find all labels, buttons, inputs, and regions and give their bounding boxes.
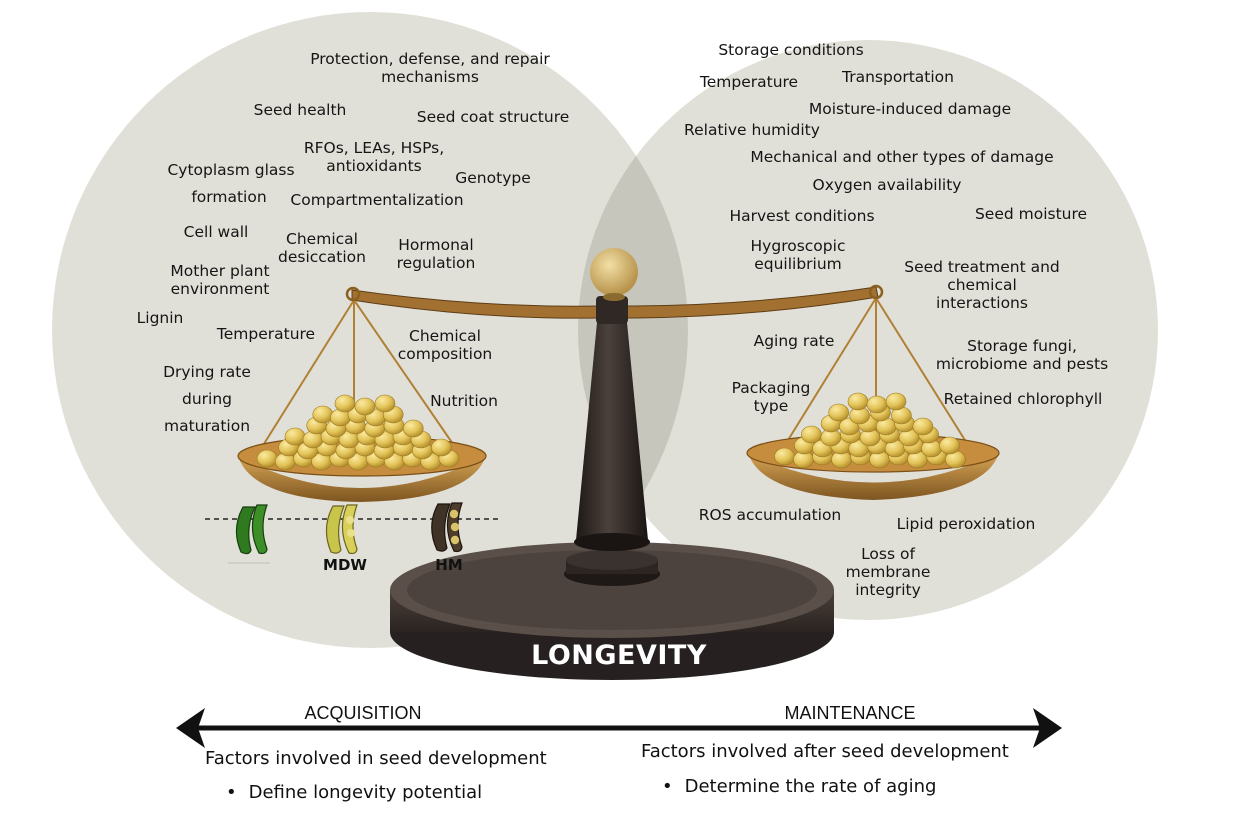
maintenance-circle [578,40,1158,620]
seed [939,436,960,455]
green-pod-icon [235,504,268,555]
factor-temperature-acq: Temperature [216,325,316,343]
factor-cytoplasm-glass: Cytoplasm glass [167,161,295,179]
scale-knob [590,248,638,296]
seed [866,395,888,414]
factor-during: during [181,390,233,408]
seed [828,403,850,422]
factor-compartmentalization: Compartmentalization [290,191,464,209]
timeline-arrow [176,708,1062,748]
seed [374,394,396,413]
factor-transportation: Transportation [842,68,954,86]
factor-aging-rate: Aging rate [753,332,835,350]
acquisition-description: Factors involved in seed development [205,748,547,769]
factor-rfos-leas-hsps: RFOs, LEAs, HSPs,antioxidants [303,139,445,175]
seed [312,405,334,424]
mature-pod-icon [431,502,463,553]
factor-seed-moisture: Seed moisture [974,205,1088,223]
left-seed-pile [256,394,460,471]
factor-oxygen-availability: Oxygen availability [812,176,962,194]
maintenance-heading: MAINTENANCE [784,703,916,723]
factor-harvest-conditions: Harvest conditions [729,207,875,225]
factor-storage-fungi: Storage fungi,microbiome and pests [935,337,1109,373]
stage-label-mdw: MDW [323,556,367,574]
seed [402,419,424,438]
acquisition-bullet: Define longevity potential [226,782,483,803]
seed [774,447,795,466]
factor-storage-conditions: Storage conditions [718,41,864,59]
seed [334,394,356,413]
factor-genotype: Genotype [455,169,531,187]
seed [885,392,907,411]
seed [256,449,278,468]
scale-base [390,542,834,680]
factor-cell-wall: Cell wall [183,223,249,241]
seed [354,397,376,416]
factor-drying-rate: Drying rate [163,363,251,381]
factor-retained-chlorophyll: Retained chlorophyll [943,390,1103,408]
factor-moisture-induced-damage: Moisture-induced damage [808,100,1012,118]
acquisition-heading: ACQUISITION [304,703,422,723]
acquisition-circle [52,12,688,648]
stage-label-hm: HM [435,556,463,574]
factor-temperature-maint: Temperature [699,73,799,91]
factor-seed-coat-structure: Seed coat structure [416,108,570,126]
seed [912,417,934,436]
seed [801,425,822,444]
seed [431,438,452,457]
factor-lipid-peroxidation: Lipid peroxidation [896,515,1036,533]
seed [284,427,306,446]
factor-seed-health: Seed health [253,101,347,119]
right-seed-pile [774,392,966,469]
seed [847,392,869,411]
factor-lignin: Lignin [136,309,184,327]
factor-formation: formation [191,188,267,206]
factor-maturation: maturation [163,417,251,435]
maintenance-description: Factors involved after seed development [641,741,1009,762]
factor-relative-humidity: Relative humidity [684,121,820,139]
yellow-pod-icon [325,504,358,555]
factor-ros-accumulation: ROS accumulation [698,506,842,524]
scale-pillar [576,312,648,548]
maintenance-bullet: Determine the rate of aging [662,776,937,797]
factor-mechanical-damage: Mechanical and other types of damage [750,148,1054,166]
factor-nutrition: Nutrition [430,392,498,410]
longevity-title: LONGEVITY [531,640,707,671]
